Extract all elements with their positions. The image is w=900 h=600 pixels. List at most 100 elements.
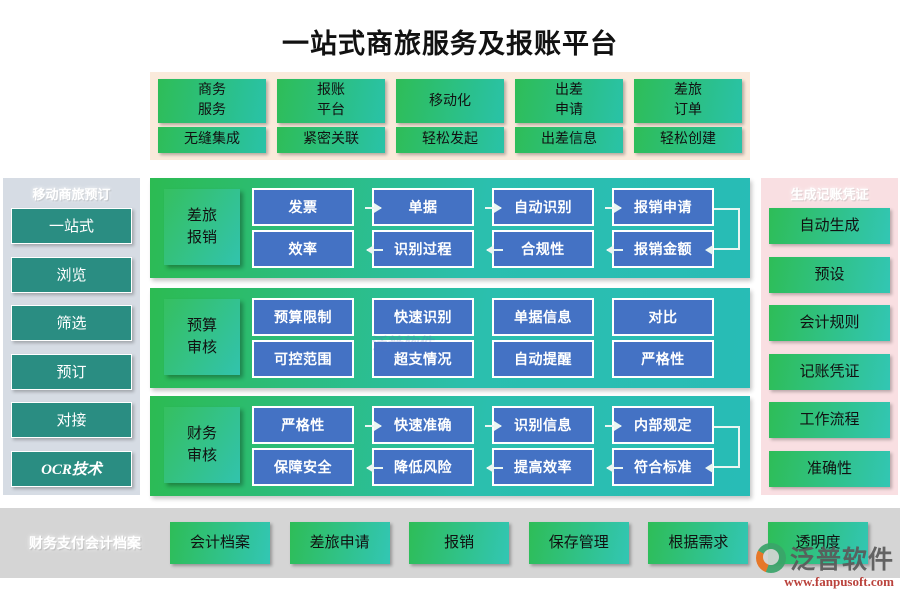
flow-node[interactable]: 报销申请 <box>612 188 714 226</box>
sidebar-item-preset[interactable]: 预设 <box>769 256 890 293</box>
flow-node[interactable]: 识别过程 <box>372 230 474 268</box>
bottom-band-label: 财务支付会计档案 <box>29 535 141 551</box>
sidebar-item-yuding[interactable]: 预订 <box>11 353 132 390</box>
panel-finance-review: 财务 审核 严格性 快速准确 识别信息 内部规定 保障安全 降低风险 提高效率 … <box>150 396 750 496</box>
top-column-3: 移动化 轻松发起 <box>396 79 504 153</box>
brand-url: www.fanpusoft.com <box>784 574 894 589</box>
bottom-item-storage-management[interactable]: 保存管理 <box>528 522 629 564</box>
top-column-4: 出差 申请 出差信息 <box>515 79 623 153</box>
flow-node[interactable]: 自动提醒 <box>492 340 594 378</box>
top-feature-band: 商务 服务 无缝集成 报账 平台 紧密关联 移动化 轻松发起 出差 申请 出差信… <box>150 72 750 160</box>
panel-label-line-1: 差旅 <box>186 208 217 224</box>
arrow-left-icon <box>606 245 623 255</box>
chip-line-2: 申请 <box>555 103 583 118</box>
sidebar-item-voucher[interactable]: 记账凭证 <box>769 353 890 390</box>
panel-label-line-1: 预算 <box>186 318 217 334</box>
top-chip-secondary[interactable]: 轻松创建 <box>634 127 742 153</box>
sidebar-item-ocr[interactable]: OCR技术 <box>11 450 132 487</box>
top-chip-primary[interactable]: 移动化 <box>396 79 504 123</box>
loopback-connector-icon <box>705 426 740 473</box>
panel-label: 差旅 报销 <box>164 189 240 265</box>
bottom-item-travel-request[interactable]: 差旅申请 <box>289 522 390 564</box>
panel-label: 财务 审核 <box>164 407 240 483</box>
flow-node[interactable]: 单据 <box>372 188 474 226</box>
flow-node[interactable]: 可控范围 <box>252 340 354 378</box>
top-chip-primary[interactable]: 差旅 订单 <box>634 79 742 123</box>
sidebar-item-duijie[interactable]: 对接 <box>11 402 132 439</box>
flow-node[interactable]: 预算限制 <box>252 298 354 336</box>
flow-node[interactable]: 严格性 <box>252 406 354 444</box>
arrow-left-icon <box>606 463 623 473</box>
panel-label-line-2: 审核 <box>186 448 217 464</box>
chip-line-1: 出差 <box>555 83 583 98</box>
flow-node[interactable]: 快速准确 <box>372 406 474 444</box>
panel-label-line-2: 报销 <box>186 230 217 246</box>
chip-line-2: 服务 <box>198 103 226 118</box>
flow-node[interactable]: 严格性 <box>612 340 714 378</box>
sidebar-item-accuracy[interactable]: 准确性 <box>769 450 890 487</box>
flow-node[interactable]: 内部规定 <box>612 406 714 444</box>
page-title: 一站式商旅服务及报账平台 <box>282 29 618 59</box>
top-chip-secondary[interactable]: 紧密关联 <box>277 127 385 153</box>
arrow-right-icon <box>485 421 502 431</box>
flow-node[interactable]: 提高效率 <box>492 448 594 486</box>
chip-line-2: 订单 <box>674 103 702 118</box>
panel-flow-grid: 严格性 快速准确 识别信息 内部规定 保障安全 降低风险 提高效率 符合标准 <box>252 406 714 486</box>
top-column-5: 差旅 订单 轻松创建 <box>634 79 742 153</box>
flow-node[interactable]: 合规性 <box>492 230 594 268</box>
arrow-left-icon <box>366 463 383 473</box>
top-chip-secondary[interactable]: 无缝集成 <box>158 127 266 153</box>
panel-travel-reimbursement: 差旅 报销 发票 单据 自动识别 报销申请 效率 识别过程 合规性 报销金额 <box>150 178 750 278</box>
bottom-item-reimbursement[interactable]: 报销 <box>409 522 510 564</box>
bottom-item-on-demand[interactable]: 根据需求 <box>648 522 749 564</box>
flow-node[interactable]: 保障安全 <box>252 448 354 486</box>
flow-node[interactable]: 自动识别 <box>492 188 594 226</box>
brand-logo-row: 泛普软件 <box>755 540 894 576</box>
panel-label-line-1: 财务 <box>186 426 217 442</box>
chip-line-2: 平台 <box>317 103 345 118</box>
bottom-item-accounting-archive[interactable]: 会计档案 <box>170 522 270 564</box>
flow-node[interactable]: 降低风险 <box>372 448 474 486</box>
chip-line-1: 差旅 <box>674 83 702 98</box>
right-sidebar-list: 自动生成 预设 会计规则 记账凭证 工作流程 准确性 <box>769 208 890 487</box>
left-sidebar-title: 移动商旅预订 <box>32 187 111 202</box>
flow-node[interactable]: 发票 <box>252 188 354 226</box>
sidebar-item-accounting-rules[interactable]: 会计规则 <box>769 305 890 342</box>
sidebar-item-shaixuan[interactable]: 筛选 <box>11 305 132 342</box>
left-sidebar: 移动商旅预订 一站式 浏览 筛选 预订 对接 OCR技术 <box>3 178 140 495</box>
flow-node[interactable]: 符合标准 <box>612 448 714 486</box>
flow-node[interactable]: 效率 <box>252 230 354 268</box>
top-chip-primary[interactable]: 出差 申请 <box>515 79 623 123</box>
chip-line-1: 商务 <box>198 83 226 98</box>
sidebar-item-auto-generate[interactable]: 自动生成 <box>769 208 890 244</box>
arrow-left-icon <box>486 245 503 255</box>
arrow-left-icon <box>486 463 503 473</box>
loopback-connector-icon <box>705 208 740 255</box>
panel-flow-grid: 预算限制 快速识别 单据信息 对比 可控范围 超支情况 自动提醒 严格性 <box>252 298 714 378</box>
chip-line-1: 移动化 <box>429 94 471 109</box>
flow-node[interactable]: 单据信息 <box>492 298 594 336</box>
top-chip-primary[interactable]: 商务 服务 <box>158 79 266 123</box>
flow-node[interactable]: 快速识别 <box>372 298 474 336</box>
panel-budget-review: 预算 审核 预算限制 快速识别 单据信息 对比 可控范围 超支情况 自动提醒 严… <box>150 288 750 388</box>
top-chip-secondary[interactable]: 轻松发起 <box>396 127 504 153</box>
top-column-2: 报账 平台 紧密关联 <box>277 79 385 153</box>
arrow-right-icon <box>365 421 382 431</box>
chip-line-1: 报账 <box>317 83 345 98</box>
top-chip-primary[interactable]: 报账 平台 <box>277 79 385 123</box>
sidebar-item-workflow[interactable]: 工作流程 <box>769 402 890 439</box>
sidebar-item-yizhanshi[interactable]: 一站式 <box>11 208 132 244</box>
flow-node[interactable]: 识别信息 <box>492 406 594 444</box>
flow-node[interactable]: 对比 <box>612 298 714 336</box>
arrow-right-icon <box>605 203 622 213</box>
flow-node[interactable]: 报销金额 <box>612 230 714 268</box>
flow-node[interactable]: 超支情况 <box>372 340 474 378</box>
top-column-1: 商务 服务 无缝集成 <box>158 79 266 153</box>
sidebar-item-liulan[interactable]: 浏览 <box>11 256 132 293</box>
brand-logo: 泛普软件 www.fanpusoft.com <box>704 540 894 596</box>
top-chip-secondary[interactable]: 出差信息 <box>515 127 623 153</box>
brand-name: 泛普软件 <box>789 547 894 574</box>
panel-flow-grid: 发票 单据 自动识别 报销申请 效率 识别过程 合规性 报销金额 <box>252 188 714 268</box>
bottom-band: 财务支付会计档案 会计档案 差旅申请 报销 保存管理 根据需求 透明度 <box>0 508 900 578</box>
